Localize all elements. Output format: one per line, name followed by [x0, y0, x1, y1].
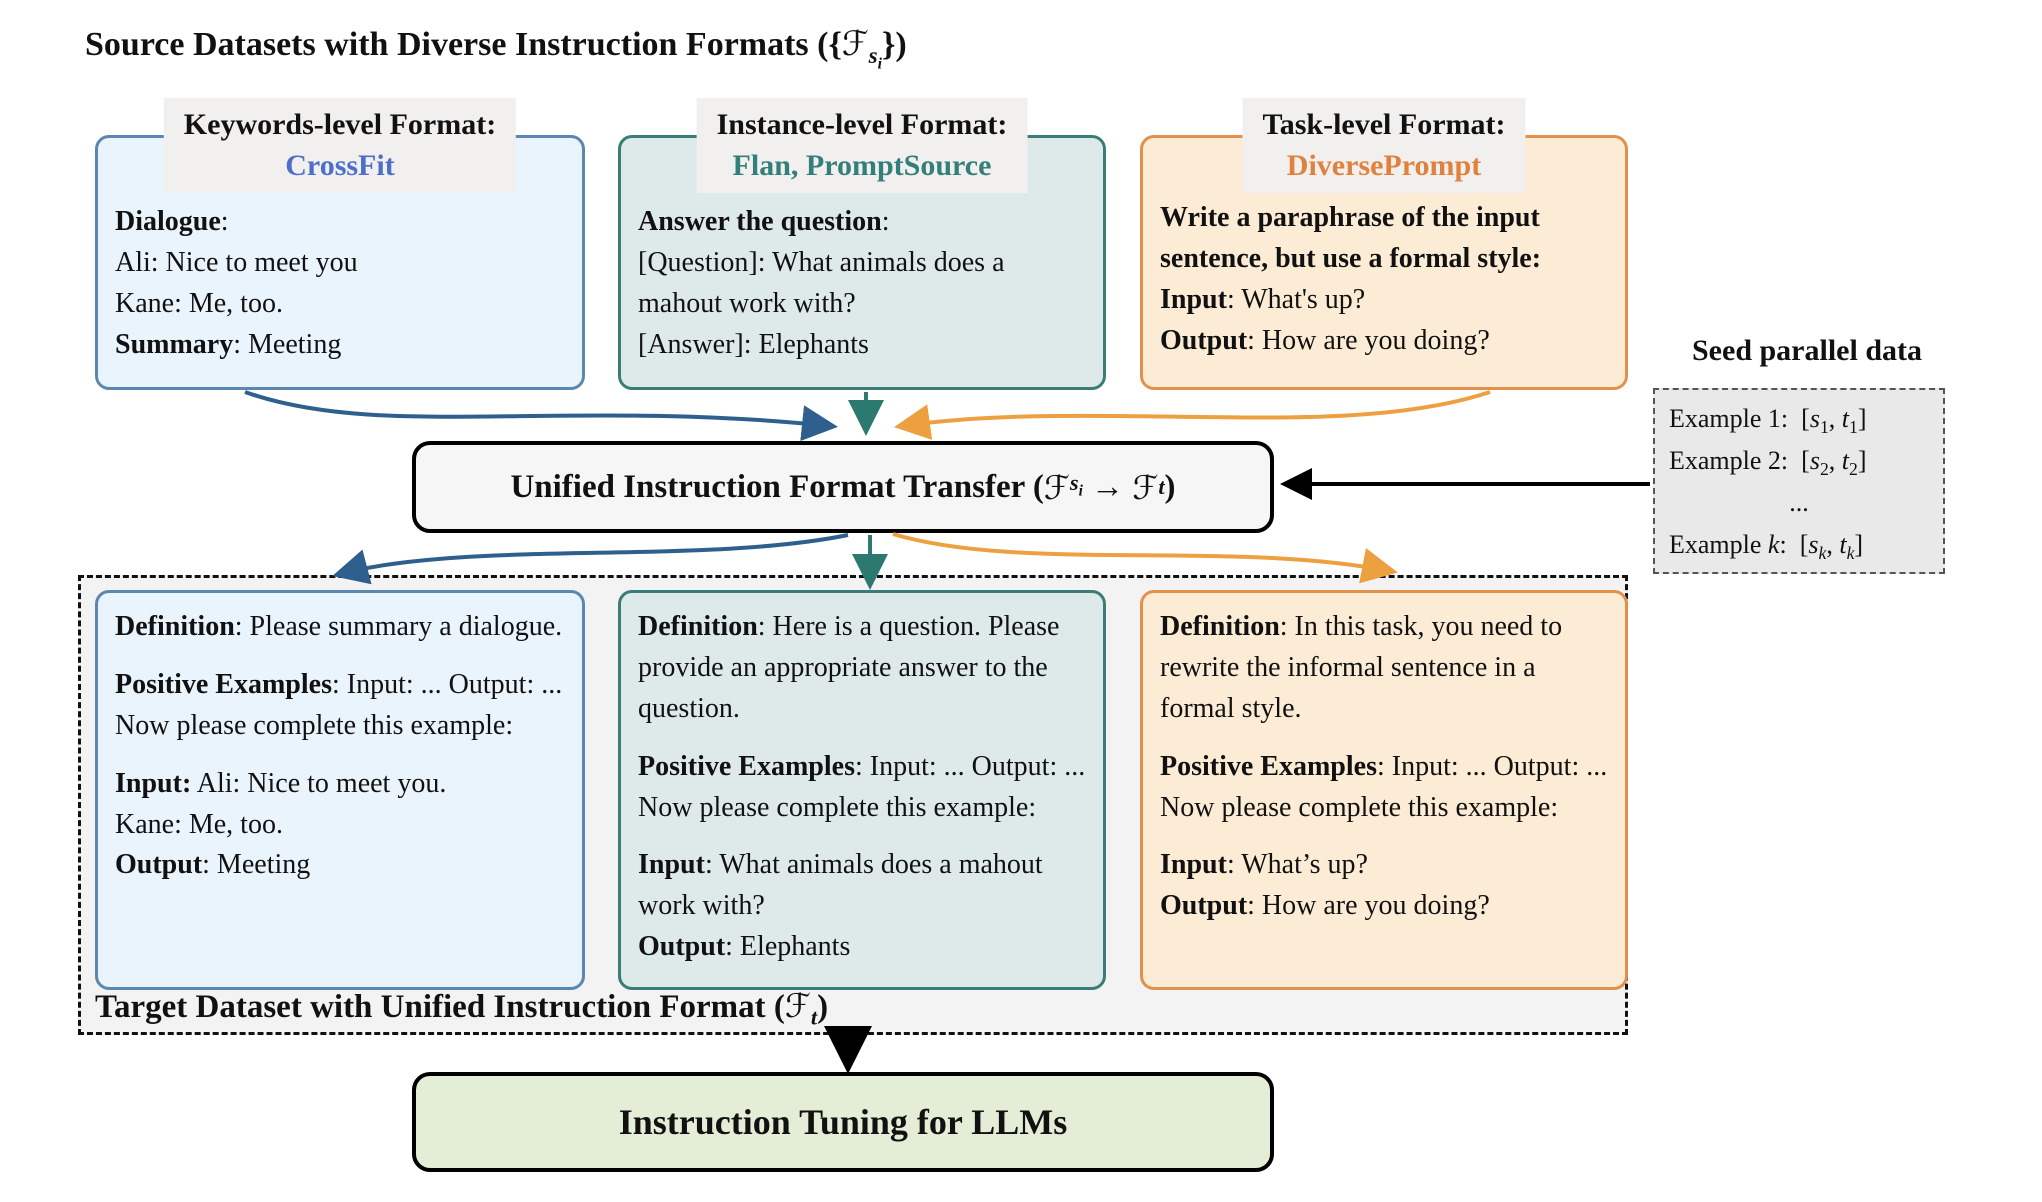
positive-examples-label: Positive Examples [115, 668, 332, 700]
definition-label: Definition [1160, 611, 1280, 642]
keywords-dialogue-line2: Kane: Me, too. [115, 287, 283, 319]
seed-ellipsis: ... [1789, 488, 1809, 518]
output-text: : Meeting [202, 849, 311, 881]
source-box-keywords-content: Dialogue: Ali: Nice to meet you Kane: Me… [98, 138, 582, 366]
instruction-tuning-box: Instruction Tuning for LLMs [412, 1072, 1274, 1172]
keywords-dialogue-line1: Ali: Nice to meet you [115, 246, 358, 278]
keywords-summary-label: Summary [115, 328, 234, 360]
math-f-source: ℱ [1043, 467, 1070, 507]
source-box-task-content: Write a paraphrase of the input sentence… [1143, 138, 1625, 362]
instance-line-text: : [881, 206, 890, 237]
header-task-line1: Task-level Format: [1262, 108, 1506, 141]
task-output-label: Output [1160, 324, 1248, 356]
target-box-summarization: Definition: Please summary a dialogue. P… [95, 590, 585, 990]
task-output-text: : How are you doing? [1247, 324, 1490, 356]
keywords-summary-text: : Meeting [233, 328, 342, 360]
definition-text: : Here is a question. Please provide an … [638, 611, 1060, 724]
math-sub-t-label: t [810, 1004, 818, 1030]
unified-transfer-label: Unified Instruction Format Transfer ( [510, 468, 1044, 505]
page-title: Source Datasets with Diverse Instruction… [85, 24, 907, 72]
target-box-qa-content: Definition: Here is a question. Please p… [621, 593, 1103, 968]
output-label: Output [115, 849, 203, 881]
definition-text: : In this task, you need to rewrite the … [1160, 611, 1563, 724]
seed-data-box: Example 1: [s1, t1] Example 2: [s2, t2] … [1653, 388, 1945, 574]
keywords-line-text: : [220, 206, 229, 237]
header-keywords-format: Keywords-level Format: CrossFit [163, 98, 517, 193]
task-input-label: Input [1160, 283, 1227, 315]
target-label-close: ) [817, 989, 829, 1025]
input-text: Ali: Nice to meet you. [191, 767, 447, 799]
page-title-close: }) [882, 26, 907, 63]
task-input-text: : What's up? [1226, 283, 1366, 315]
instance-question-text: [Question]: What animals does a mahout w… [638, 246, 1005, 319]
arrow-glyph: → [1091, 468, 1125, 505]
input-text: : What animals does a mahout work with? [638, 849, 1043, 922]
target-box-summarization-content: Definition: Please summary a dialogue. P… [98, 593, 582, 886]
math-f-target: ℱ [1132, 467, 1159, 507]
source-box-instance-content: Answer the question: [Question]: What an… [621, 138, 1103, 366]
positive-examples-text: : Input: ... Output: ... Now please comp… [1160, 750, 1608, 823]
math-f-target-label: ℱ [784, 986, 811, 1025]
seed-data-title: Seed parallel data [1692, 334, 1922, 367]
input-label: Input [638, 849, 705, 881]
header-instance-format: Instance-level Format: Flan, PromptSourc… [696, 98, 1028, 193]
target-dataset-label: Target Dataset with Unified Instruction … [95, 986, 829, 1028]
math-subscript: si [868, 42, 882, 73]
output-label: Output [638, 931, 726, 963]
header-keywords-dataset: CrossFit [285, 149, 395, 183]
input-text: : What’s up? [1226, 849, 1368, 881]
target-box-style-transfer-content: Definition: In this task, you need to re… [1143, 593, 1625, 927]
header-instance-line1: Instance-level Format: [716, 108, 1008, 141]
positive-examples-text: : Input: ... Output: ... Now please comp… [115, 668, 563, 741]
keywords-field-label: Dialogue [115, 206, 221, 237]
math-f-symbol: ℱ [841, 24, 869, 64]
instruction-tuning-label: Instruction Tuning for LLMs [618, 1102, 1068, 1142]
positive-examples-text: : Input: ... Output: ... Now please comp… [638, 750, 1086, 823]
target-label-text: Target Dataset with Unified Instruction … [95, 989, 785, 1025]
page-title-text: Source Datasets with Diverse Instruction… [85, 26, 842, 63]
header-keywords-line1: Keywords-level Format: [183, 108, 497, 141]
header-task-dataset: DiversePrompt [1286, 149, 1482, 183]
header-instance-dataset: Flan, PromptSource [732, 149, 992, 183]
seed-example-2: Example 2: [s2, t2] [1669, 446, 1867, 480]
output-text: : How are you doing? [1247, 890, 1490, 922]
unified-close-paren: ) [1164, 468, 1176, 505]
definition-label: Definition [115, 611, 235, 642]
seed-example-1: Example 1: [s1, t1] [1669, 404, 1867, 438]
header-task-format: Task-level Format: DiversePrompt [1242, 98, 1526, 193]
input-label: Input [1160, 849, 1227, 881]
input-text-line2: Kane: Me, too. [115, 808, 283, 840]
seed-example-k: Example k: [sk, tk] [1669, 530, 1864, 564]
input-label: Input: [115, 767, 192, 799]
task-instruction-text: Write a paraphrase of the input sentence… [1160, 202, 1542, 274]
positive-examples-label: Positive Examples [1160, 750, 1377, 782]
output-label: Output [1160, 890, 1248, 922]
math-sub-si: si [1069, 469, 1083, 500]
instance-answer-text: [Answer]: Elephants [638, 328, 869, 360]
positive-examples-label: Positive Examples [638, 750, 855, 782]
output-text: : Elephants [725, 931, 851, 963]
target-box-style-transfer: Definition: In this task, you need to re… [1140, 590, 1628, 990]
definition-label: Definition [638, 611, 758, 642]
definition-text: : Please summary a dialogue. [234, 611, 563, 642]
target-box-qa: Definition: Here is a question. Please p… [618, 590, 1106, 990]
instance-field-label: Answer the question [638, 206, 882, 237]
